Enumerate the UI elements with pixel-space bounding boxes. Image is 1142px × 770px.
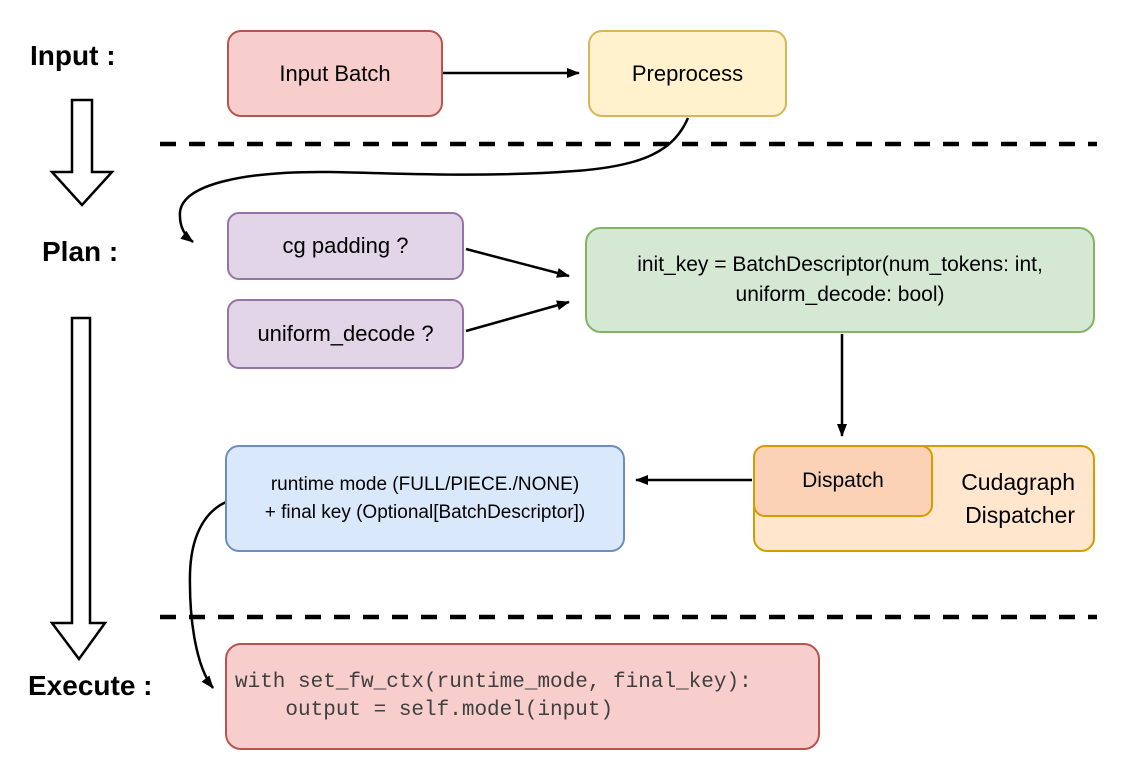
node-cudagraph-line2: Dispatcher: [965, 501, 1075, 528]
node-runtime-mode-line2: + final key (Optional[BatchDescriptor]): [264, 501, 586, 523]
edge-runtimemode-to-executecode: [188, 500, 227, 689]
node-execute-code: with set_fw_ctx(runtime_mode, final_key)…: [225, 643, 820, 750]
node-input-batch: Input Batch: [227, 30, 443, 117]
plan-to-execute-arrow: [49, 316, 108, 662]
node-cg-padding-label: cg padding ?: [282, 233, 409, 258]
node-dispatch: Dispatch: [753, 445, 933, 517]
node-preprocess-label: Preprocess: [631, 60, 744, 86]
section-label-plan: Plan :: [42, 236, 119, 267]
node-execute-code-line1: with set_fw_ctx(runtime_mode, final_key)…: [235, 670, 752, 694]
node-input-batch-label: Input Batch: [279, 60, 391, 86]
node-dispatch-label: Dispatch: [802, 469, 884, 492]
section-label-execute: Execute :: [28, 670, 153, 701]
node-uniform-decode-label: uniform_decode ?: [257, 321, 434, 346]
edge-uniformdecode-to-initkey: [465, 300, 570, 333]
node-cg-padding: cg padding ?: [227, 212, 464, 280]
node-preprocess: Preprocess: [588, 30, 787, 117]
node-runtime-mode: runtime mode (FULL/PIECE./NONE) + final …: [225, 445, 625, 552]
edge-cgpadding-to-initkey: [465, 247, 570, 278]
node-cudagraph-line1: Cudagraph: [961, 468, 1075, 495]
input-to-plan-arrow: [49, 98, 115, 207]
edge-preprocess-to-cgpadding: [178, 117, 690, 243]
node-runtime-mode-line1: runtime mode (FULL/PIECE./NONE): [270, 473, 580, 495]
node-init-key: init_key = BatchDescriptor(num_tokens: i…: [585, 227, 1095, 333]
node-init-key-line1: init_key = BatchDescriptor(num_tokens: i…: [637, 253, 1043, 276]
node-uniform-decode: uniform_decode ?: [227, 299, 464, 369]
node-execute-code-line2: output = self.model(input): [235, 698, 614, 722]
node-init-key-line2: uniform_decode: bool): [735, 283, 945, 306]
section-label-input: Input :: [30, 40, 116, 71]
